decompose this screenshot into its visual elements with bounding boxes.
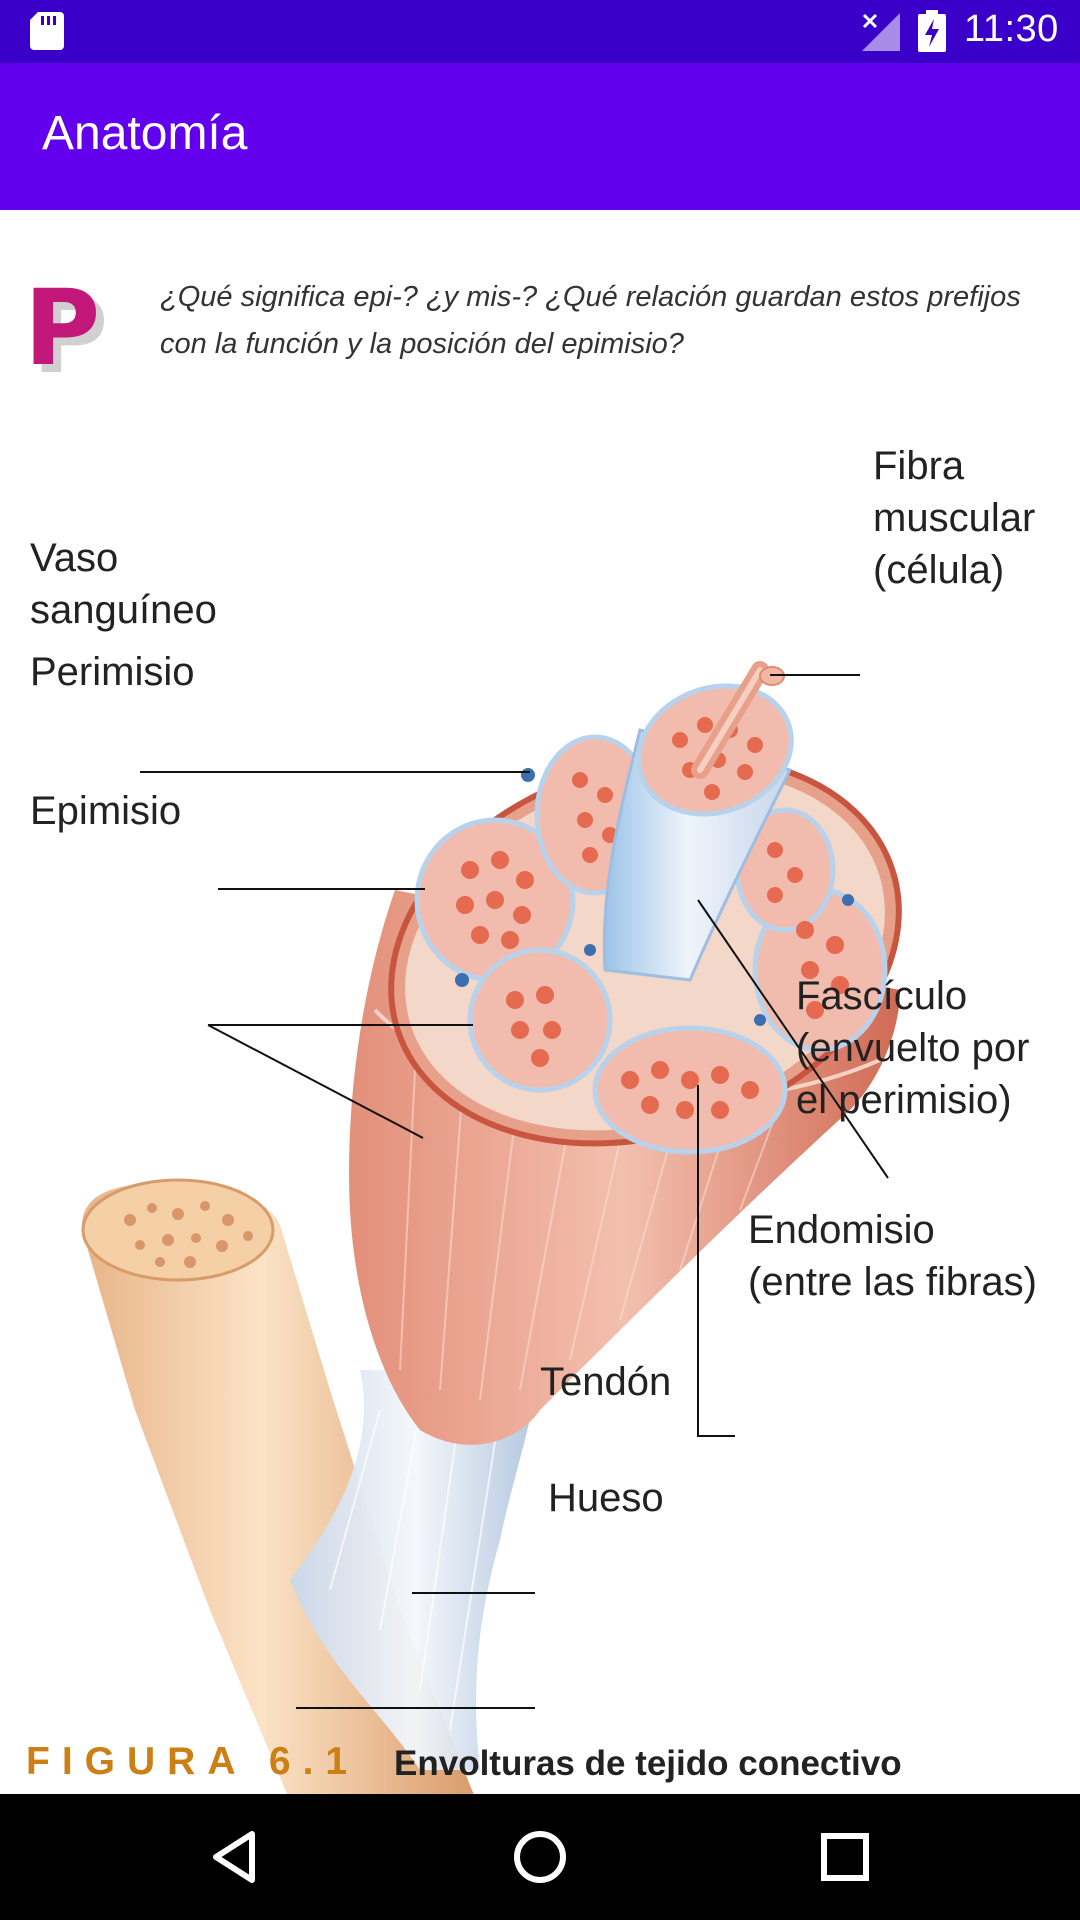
fascicle-cross-sections [414,734,888,1155]
badge-shadow: P [32,280,108,380]
figure-caption: FIGURA 6.1 Envolturas de tejido conectiv… [26,1740,1066,1792]
label-tendon: Tendón [540,1360,672,1404]
app-bar: Anatomía [0,63,1080,210]
home-icon[interactable] [505,1822,575,1892]
navigation-bar [0,1794,1080,1920]
tendon-illustration [290,1370,540,1770]
tendon-fibers [329,1409,501,1731]
bone-pores [124,1201,253,1268]
page-content[interactable]: P P ¿Qué significa epi-? ¿y mis-? ¿Qué r… [0,210,1080,1794]
leader-lines [140,674,889,1709]
question-text: ¿Qué significa epi-? ¿y mis-? ¿Qué relac… [160,281,1021,360]
label-fibra-muscular: Fibra muscular (célula) [873,444,1036,592]
signal-off-icon [862,13,900,51]
question-badge-p: P P [24,280,108,380]
label-perimisio: Perimisio [30,650,195,694]
label-fasciculo: Fascículo (envuelto por el perimisio) [796,974,1030,1122]
status-clock: 11:30 [964,8,1059,50]
muscle-illustration [81,661,902,1794]
sd-card-icon [30,12,64,50]
label-endomisio: Endomisio (entre las fibras) [748,1208,1037,1304]
status-bar: 11:30 [0,0,1080,63]
muscle-fibers-dots [456,772,849,1119]
back-icon[interactable] [200,1822,270,1892]
label-hueso: Hueso [548,1476,664,1520]
label-vaso-sanguineo: Vaso sanguíneo [30,536,217,632]
label-epimisio: Epimisio [30,789,182,833]
caption-title: Envolturas de tejido conectivo [394,1744,902,1783]
battery-charging-icon [918,10,946,52]
recents-icon[interactable] [810,1822,880,1892]
app-title: Anatomía [42,107,248,160]
blood-vessels [455,768,854,1026]
caption-figure-number: FIGURA 6.1 [26,1740,360,1783]
badge-letter: P [24,280,100,380]
